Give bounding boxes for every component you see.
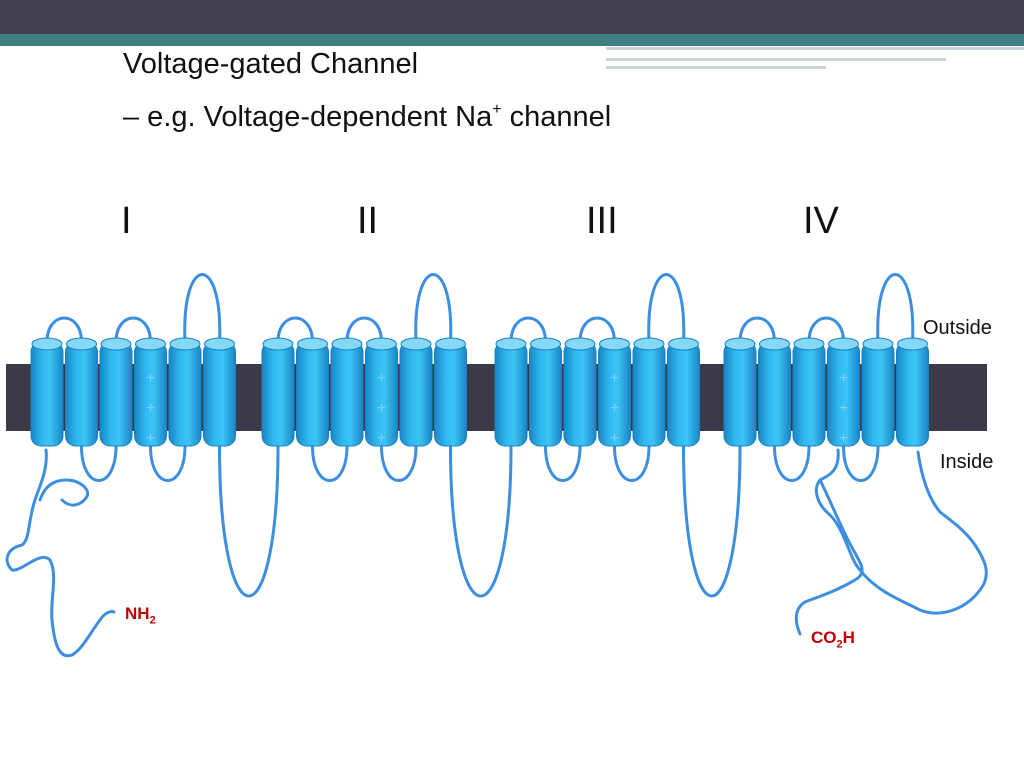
sensor-charge-d2-1: + bbox=[377, 370, 386, 387]
helix-d1-s1 bbox=[30, 337, 64, 447]
helix-d4-s3 bbox=[792, 337, 826, 447]
outer-loop-d3-1 bbox=[509, 316, 547, 344]
linker-d2-d3 bbox=[449, 444, 513, 598]
sensor-charge-d2-3: + bbox=[377, 430, 386, 447]
helix-d1-s4 bbox=[134, 337, 167, 447]
helix-d2-s5 bbox=[399, 337, 433, 447]
helix-d4-s4 bbox=[827, 337, 860, 447]
helix-d3-s2 bbox=[529, 337, 562, 447]
helix-d2-s1 bbox=[261, 337, 295, 447]
sensor-charge-d2-2: + bbox=[377, 400, 386, 417]
outer-loop-d2-2 bbox=[345, 316, 383, 344]
header-teal-band bbox=[0, 34, 1024, 46]
inner-loop-d3-1 bbox=[544, 444, 582, 482]
pore-loop-d1 bbox=[183, 273, 222, 344]
sensor-charge-d4-1: + bbox=[839, 370, 848, 387]
outside-label: Outside bbox=[923, 317, 992, 339]
c-terminus-label: CO2H bbox=[811, 628, 855, 651]
pore-loop-d2 bbox=[414, 273, 453, 344]
inside-label: Inside bbox=[940, 451, 994, 473]
domain-label-2: II bbox=[357, 200, 379, 242]
sensor-charge-d1-3: + bbox=[146, 430, 155, 447]
inner-loop-d2-2 bbox=[380, 444, 418, 482]
helix-d1-s6 bbox=[203, 337, 236, 447]
inner-loop-d1-1 bbox=[80, 444, 118, 482]
sensor-charge-d4-2: + bbox=[839, 400, 848, 417]
inner-loop-d2-1 bbox=[311, 444, 349, 482]
c-terminus-end bbox=[794, 478, 864, 636]
domain-label-3: III bbox=[586, 200, 618, 242]
outer-loop-d4-2 bbox=[807, 316, 845, 344]
helix-d3-s4 bbox=[598, 337, 631, 447]
helix-d1-s5 bbox=[168, 337, 202, 447]
helix-d4-s1 bbox=[723, 337, 757, 447]
linker-d1-d2 bbox=[218, 444, 280, 598]
sensor-charge-d1-2: + bbox=[146, 400, 155, 417]
helix-d4-s6 bbox=[896, 337, 929, 447]
helix-d4-s5 bbox=[861, 337, 895, 447]
header-accent-line-3 bbox=[606, 66, 826, 69]
sensor-charge-d3-3: + bbox=[610, 430, 619, 447]
domain-label-1: I bbox=[121, 200, 132, 242]
slide-subtitle: – e.g. Voltage-dependent Na+ channel bbox=[123, 101, 611, 134]
helix-d2-s2 bbox=[296, 337, 329, 447]
c-terminus-tail bbox=[814, 448, 988, 615]
n-terminus-loop bbox=[38, 478, 89, 507]
outer-loop-d4-1 bbox=[738, 316, 776, 344]
slide-title: Voltage-gated Channel bbox=[123, 48, 419, 80]
linker-d3-d4 bbox=[682, 444, 742, 598]
helix-d4-s2 bbox=[758, 337, 791, 447]
helix-d1-s3 bbox=[99, 337, 133, 447]
n-terminus-tail bbox=[5, 448, 116, 658]
sensor-charge-d3-1: + bbox=[610, 370, 619, 387]
inner-loop-d4-1 bbox=[773, 444, 811, 482]
header-accent-line-2 bbox=[606, 58, 946, 61]
helix-d2-s4 bbox=[365, 337, 398, 447]
helix-d3-s1 bbox=[494, 337, 528, 447]
domain-label-4: IV bbox=[803, 200, 839, 242]
inner-loop-d3-2 bbox=[613, 444, 651, 482]
pore-loop-d3 bbox=[647, 273, 686, 344]
outer-loop-d3-2 bbox=[578, 316, 616, 344]
inner-loop-d1-2 bbox=[149, 444, 187, 482]
helix-d1-s2 bbox=[65, 337, 98, 447]
sensor-charge-d4-3: + bbox=[839, 430, 848, 447]
helix-d3-s6 bbox=[667, 337, 700, 447]
subtitle-suffix: channel bbox=[501, 101, 612, 133]
helix-d3-s3 bbox=[563, 337, 597, 447]
pore-loop-d4 bbox=[876, 273, 915, 344]
header-bar bbox=[0, 0, 1024, 34]
subtitle-prefix: – e.g. Voltage-dependent Na bbox=[123, 101, 493, 133]
helix-d2-s6 bbox=[434, 337, 467, 447]
inner-loop-d4-2 bbox=[842, 444, 880, 482]
n-terminus-label: NH2 bbox=[125, 604, 156, 627]
sensor-charge-d1-1: + bbox=[146, 370, 155, 387]
outer-loop-d1-2 bbox=[114, 316, 152, 344]
helix-d3-s5 bbox=[632, 337, 666, 447]
sodium-charge: + bbox=[492, 101, 502, 118]
outer-loop-d2-1 bbox=[276, 316, 314, 344]
header-accent-line bbox=[606, 47, 1024, 50]
outer-loop-d1-1 bbox=[45, 316, 83, 344]
helix-d2-s3 bbox=[330, 337, 364, 447]
sensor-charge-d3-2: + bbox=[610, 400, 619, 417]
